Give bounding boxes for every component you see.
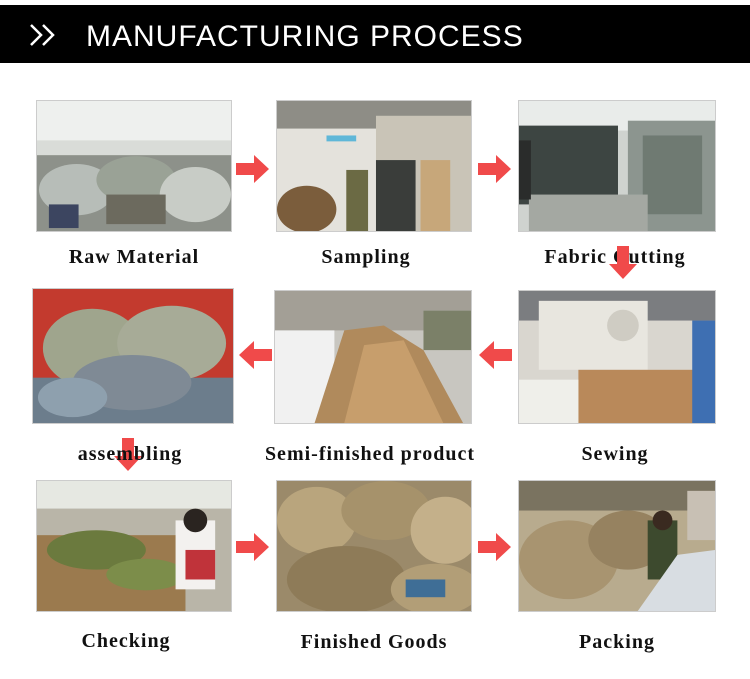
photo-fabric-cutting xyxy=(518,100,716,232)
step-label-assembling: assembling xyxy=(77,443,183,465)
photo-checking xyxy=(36,480,232,612)
double-chevron-right-icon xyxy=(30,24,55,46)
arrow-down-icon xyxy=(114,438,142,471)
step-label-sewing: Sewing xyxy=(581,443,649,465)
step-label-packing: Packing xyxy=(579,631,655,653)
arrow-right-icon xyxy=(236,533,269,561)
photo-semi-finished-product xyxy=(274,290,472,424)
step-label-finished-goods: Finished Goods xyxy=(300,631,448,653)
photo-assembling xyxy=(32,288,234,424)
arrow-right-icon xyxy=(478,155,511,183)
step-label-semi-finished-product: Semi-finished product xyxy=(264,443,476,465)
page-title: MANUFACTURING PROCESS xyxy=(86,20,524,53)
photo-sewing xyxy=(518,290,716,424)
photo-sampling xyxy=(276,100,472,232)
step-label-sampling: Sampling xyxy=(321,246,411,268)
step-label-checking: Checking xyxy=(81,630,171,652)
arrow-right-icon xyxy=(478,533,511,561)
photo-packing xyxy=(518,480,716,612)
header-bar: MANUFACTURING PROCESS xyxy=(0,5,750,63)
arrow-left-icon xyxy=(239,341,272,369)
arrow-right-icon xyxy=(236,155,269,183)
step-label-raw-material: Raw Material xyxy=(68,246,200,268)
photo-finished-goods xyxy=(276,480,472,612)
arrow-down-icon xyxy=(609,246,637,279)
step-label-fabric-cutting: Fabric Cutting xyxy=(544,246,686,268)
arrow-left-icon xyxy=(479,341,512,369)
photo-raw-material xyxy=(36,100,232,232)
